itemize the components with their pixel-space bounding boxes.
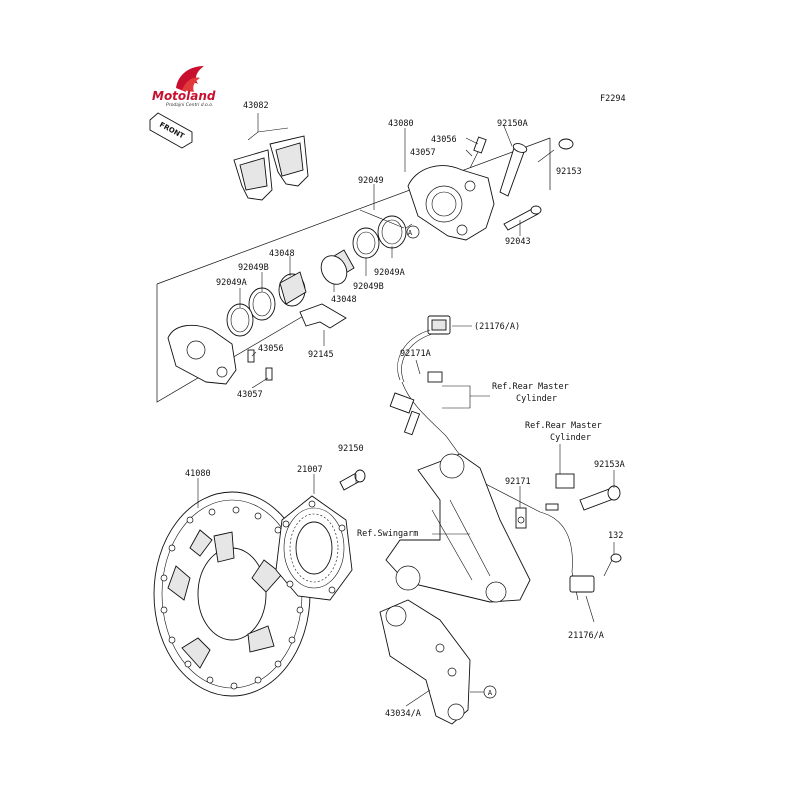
bolt-92153A (579, 485, 621, 511)
callout-92049B-right: 92049B (353, 282, 384, 292)
callout-ref-rear-master-2-cyl: Cylinder (550, 433, 591, 443)
front-arrow: FRONT (149, 112, 193, 149)
bolt-92153 (537, 138, 574, 163)
logo-brand: Motoland (152, 89, 216, 103)
callout-21176A-bottom: 21176/A (568, 631, 604, 641)
callout-92150A: 92150A (497, 119, 528, 129)
seals-pistons (226, 215, 407, 337)
callout-43057-top: 43057 (410, 148, 436, 158)
bolt-132 (603, 553, 622, 577)
callout-labels: 43082 43080 43056 92150A 43057 92153 920… (185, 101, 625, 719)
motoland-logo: Motoland Prodajni Centri d.o.o. (152, 66, 216, 108)
callout-43048-lower: 43048 (331, 295, 357, 305)
callout-43056-top: 43056 (431, 135, 457, 145)
callout-21007: 21007 (297, 465, 323, 475)
callout-ref-rear-master-1-cyl: Cylinder (516, 394, 557, 404)
callout-43080: 43080 (388, 119, 414, 129)
ref-marker-A-bracket (483, 685, 497, 699)
bolt-92150A (499, 143, 528, 197)
callout-41080: 41080 (185, 469, 211, 479)
caliper-body (407, 136, 495, 241)
brake-disc (153, 491, 311, 697)
callout-A-caliper: A (408, 229, 413, 237)
callout-92171: 92171 (505, 477, 531, 487)
caliper-half (167, 324, 273, 385)
swingarm (385, 453, 531, 603)
callout-92049A-left: 92049A (216, 278, 247, 288)
bolt-92150 (339, 469, 366, 491)
callout-43082: 43082 (243, 101, 269, 111)
callout-A-bracket: A (488, 689, 493, 697)
callout-43057-bottom: 43057 (237, 390, 263, 400)
callout-92150: 92150 (338, 444, 364, 454)
pin-92043 (503, 205, 542, 231)
callout-92049B-left: 92049B (238, 263, 269, 273)
callout-92171A: 92171A (400, 349, 431, 359)
pad-spring-92145 (299, 303, 347, 346)
ref-marker-A-caliper (406, 225, 420, 239)
callout-43048-upper: 43048 (269, 249, 295, 259)
callout-92049A-right: 92049A (374, 268, 405, 278)
abs-rotor (275, 495, 353, 601)
callout-43056-bottom: 43056 (258, 344, 284, 354)
callout-92153A: 92153A (594, 460, 625, 470)
callout-132: 132 (608, 531, 623, 541)
abs-sensor-cable (389, 315, 595, 601)
callout-92153: 92153 (556, 167, 582, 177)
callout-92049: 92049 (358, 176, 384, 186)
callout-ref-rear-master-2: Ref.Rear Master (525, 421, 602, 431)
figure-code: F2294 (600, 94, 626, 104)
callout-ref-rear-master-1: Ref.Rear Master (492, 382, 569, 392)
brake-pads (233, 113, 309, 201)
callout-ref-swingarm: Ref.Swingarm (357, 529, 418, 539)
callout-92043: 92043 (505, 237, 531, 247)
callout-21176A-top: (21176/A) (474, 322, 520, 332)
callout-92145: 92145 (308, 350, 334, 360)
callout-43034A: 43034/A (385, 709, 421, 719)
caliper-bracket (379, 599, 471, 725)
leader-lines (197, 125, 615, 707)
logo-tagline: Prodajni Centri d.o.o. (166, 102, 213, 108)
